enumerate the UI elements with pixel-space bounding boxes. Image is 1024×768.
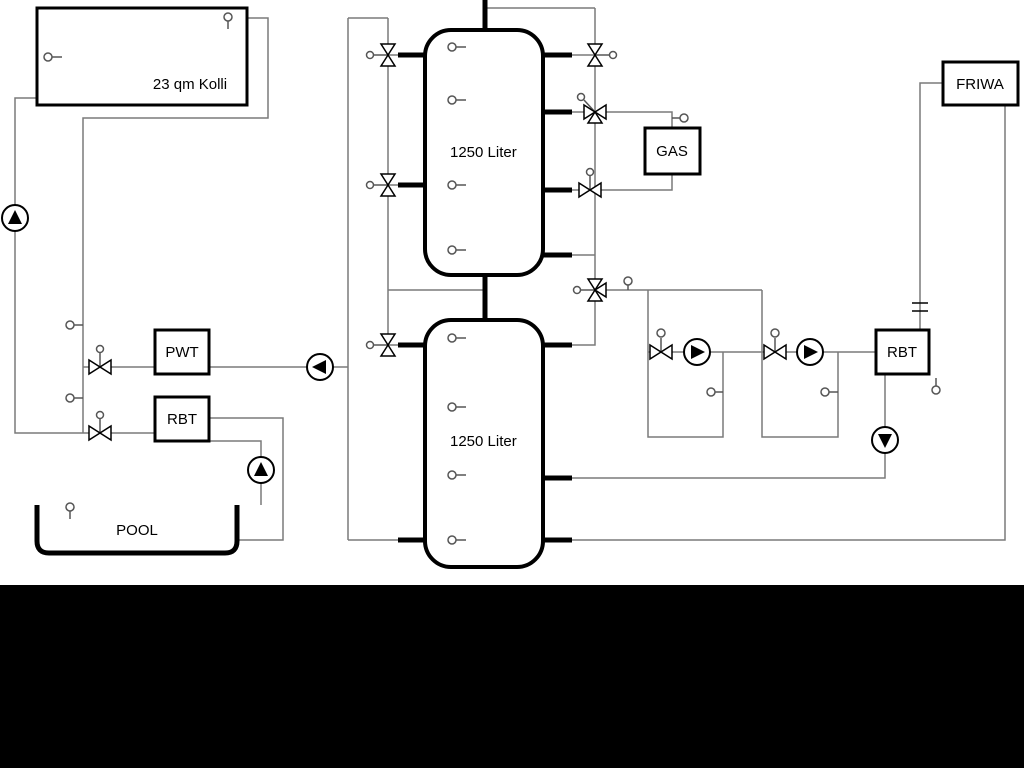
tank-lower-label: 1250 Liter [450,433,517,450]
valve-icon [365,333,397,357]
tank-lower-body [423,318,545,569]
rbt-right-unit: RBT [874,328,931,376]
rbt-right-label: RBT [887,344,917,361]
pool-label: POOL [116,522,158,539]
friwa-box [941,60,1020,107]
pipe-network [14,7,1006,541]
friwa-station: FRIWA [941,60,1020,107]
valve-icon [88,344,112,376]
pwt-box [153,328,211,376]
pump-icon [796,338,824,366]
collector-label: 23 qm Kolli [153,76,227,93]
sensor-icon [447,470,466,480]
pool-basin [34,505,240,556]
sensor-icon [223,12,233,29]
pump-icon [306,353,334,381]
tank-connections [398,0,572,543]
sensor-icon [65,502,75,519]
buffer-tank-lower: 1250 Liter [423,318,545,569]
sensor-icon [447,95,466,105]
sensor-icon [65,320,83,330]
sensor-icon [43,52,62,62]
valve-icon [365,173,397,197]
pwt-heat-exchanger: PWT [153,328,211,376]
rbt-left-box [153,395,211,443]
three-way-valve-icon [572,278,607,302]
sensor-icon [447,245,466,255]
buffer-tank-upper: 1250 Liter [423,28,545,277]
three-way-valve-icon [576,92,607,124]
gas-box [643,126,702,176]
sensor-icon [931,378,941,395]
pump-icon [871,426,899,454]
letterbox-bottom [0,585,1024,768]
rbt-right-box [874,328,931,376]
sensor-icon [447,180,466,190]
valve-icon [365,43,397,67]
sensor-icon [447,42,466,52]
pump-icon [247,456,275,484]
sensor-icon [672,113,689,123]
sensor-icon [820,387,838,397]
valve-icon [88,410,112,442]
sensor-icon [65,393,83,403]
solar-collector: 23 qm Kolli [35,6,249,107]
pump-icon [1,204,29,232]
sensor-icon [447,333,466,343]
sensor-icon [706,387,723,397]
gas-boiler: GAS [643,126,702,176]
valve-icon [763,328,787,361]
sensor-icon [447,535,466,545]
rbt-left-unit: RBT [153,395,211,443]
pool: POOL [34,505,240,556]
sensor-icon [447,402,466,412]
schematic-svg: 23 qm Kolli 1250 Liter 1250 Liter [1,0,1020,569]
valve-icon [578,167,602,199]
sensor-icon [623,276,633,290]
pump-icon [683,338,711,366]
valve-icon [586,43,618,67]
tank-upper-label: 1250 Liter [450,144,517,161]
collector-box [35,6,249,107]
valve-icon [649,328,673,361]
friwa-label: FRIWA [956,76,1004,93]
pipe-break-icon [912,302,928,312]
pwt-label: PWT [165,344,198,361]
tank-upper-body [423,28,545,277]
gas-label: GAS [656,143,688,160]
schematic-canvas: 23 qm Kolli 1250 Liter 1250 Liter [0,0,1024,585]
rbt-left-label: RBT [167,411,197,428]
